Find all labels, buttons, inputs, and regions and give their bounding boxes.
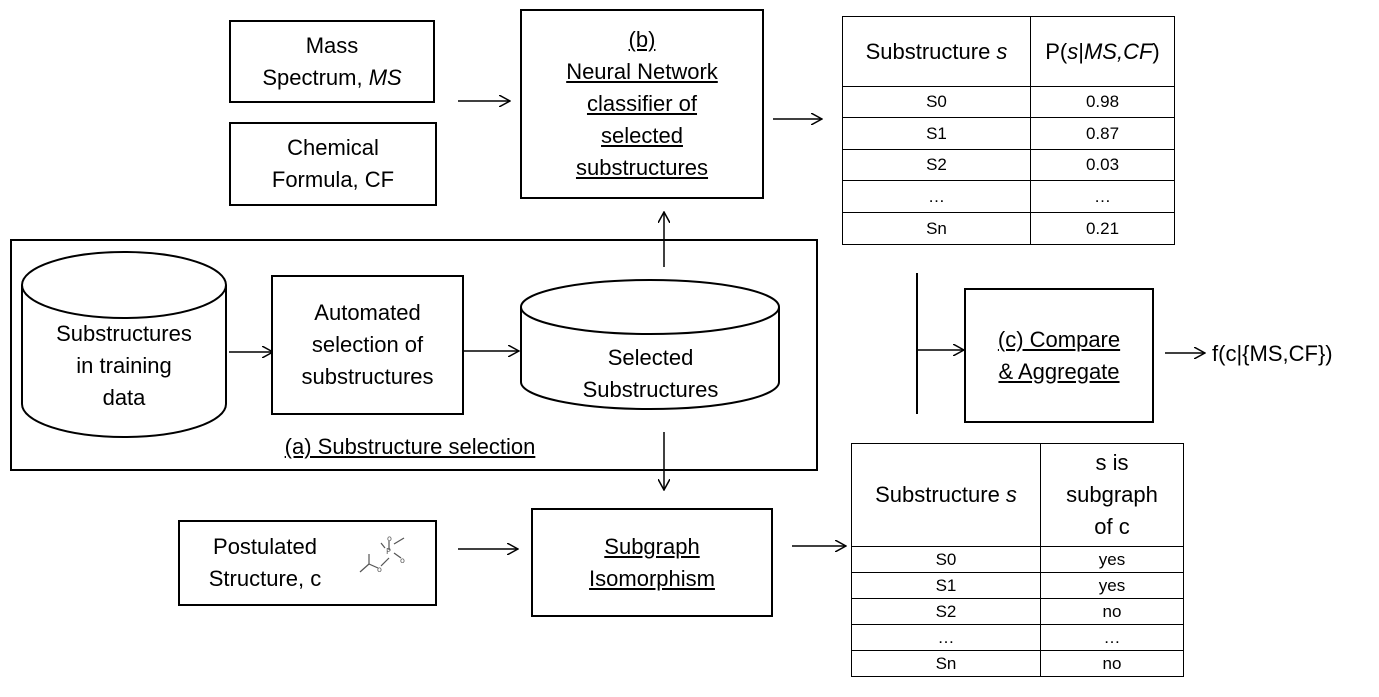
table-row: S2 0.03 (842, 149, 1175, 181)
table-row: S1 yes (851, 572, 1184, 599)
probability-table: Substructure s P(s|MS,CF) S0 0.98 S1 0.8… (842, 16, 1175, 245)
subgraph-row-name: S1 (851, 572, 1041, 599)
substructure-selection-frame (10, 239, 818, 471)
table-row: Sn 0.21 (842, 212, 1175, 245)
automated-selection-box: Automated selection of substructures (271, 275, 464, 415)
substructure-selection-caption: (a) Substructure selection (284, 434, 536, 459)
table-row: S1 0.87 (842, 117, 1175, 150)
subgraph-row-value: no (1040, 650, 1184, 677)
subgraph-table: Substructure s s is subgraph of c S0 yes… (851, 443, 1184, 677)
subgraph-row-value: yes (1040, 572, 1184, 599)
subgraph-isomorphism-box: Subgraph Isomorphism (531, 508, 773, 617)
classifier-box: (b) Neural Network classifier of selecte… (520, 9, 764, 199)
postulated-structure-box (178, 520, 437, 606)
prob-row-value: 0.21 (1030, 212, 1175, 245)
table-row: … … (842, 180, 1175, 213)
prob-row-value: 0.03 (1030, 149, 1175, 181)
prob-row-name: S0 (842, 86, 1031, 118)
table-row: S2 no (851, 598, 1184, 625)
classifier-line3: selected (601, 123, 683, 148)
classifier-line1: Neural Network (566, 59, 718, 84)
output-function: f(c|{MS,CF}) (1212, 341, 1333, 366)
subgraph-row-value: yes (1040, 546, 1184, 573)
compare-aggregate-box: (c) Compare & Aggregate (964, 288, 1154, 423)
table-row: S0 yes (851, 546, 1184, 573)
training-data-cylinder (21, 251, 227, 438)
molecule-structure-image: o P o o (359, 534, 405, 574)
svg-text:o: o (387, 534, 392, 543)
table-row: … … (851, 624, 1184, 651)
classifier-label-b: (b) (628, 27, 656, 52)
selected-substructures-cylinder (520, 279, 780, 410)
training-data-label: Substructures in training data (56, 321, 192, 410)
chemical-formula-line1: Chemical (287, 135, 379, 160)
prob-row-name: S1 (842, 117, 1031, 150)
svg-text:P: P (386, 547, 391, 556)
subgraph-row-name: … (851, 624, 1041, 651)
prob-row-name: Sn (842, 212, 1031, 245)
classifier-line4: substructures (575, 155, 709, 180)
subgraph-row-name: Sn (851, 650, 1041, 677)
chemical-formula-box: Chemical Formula, CF (229, 122, 437, 206)
chemical-formula-line2: Formula, CF (271, 167, 395, 192)
mass-spectrum-line1: Mass (305, 32, 359, 58)
prob-row-value: 0.87 (1030, 117, 1175, 150)
prob-row-name: … (842, 180, 1031, 213)
postulated-structure-label: Postulated Structure, c (208, 534, 322, 591)
prob-row-value: 0.98 (1030, 86, 1175, 118)
prob-row-value: … (1030, 180, 1175, 213)
classifier-line2: classifier of (586, 91, 698, 116)
table-row: Sn no (851, 650, 1184, 677)
subgraph-row-value: … (1040, 624, 1184, 651)
svg-text:o: o (400, 556, 405, 565)
prob-row-name: S2 (842, 149, 1031, 181)
selected-substructures-label: Selected Substructures (582, 345, 719, 402)
prob-header-probability: P(s|MS,CF) (1030, 16, 1175, 87)
subgraph-row-name: S0 (851, 546, 1041, 573)
subgraph-header-is-subgraph: s is subgraph of c (1040, 443, 1184, 547)
table-row: S0 0.98 (842, 86, 1175, 118)
prob-header-substructure: Substructure s (842, 16, 1031, 87)
subgraph-row-name: S2 (851, 598, 1041, 625)
subgraph-header-substructure: Substructure s (851, 443, 1041, 547)
subgraph-row-value: no (1040, 598, 1184, 625)
mass-spectrum-line2: Spectrum, MS (262, 64, 402, 90)
svg-text:o: o (377, 565, 382, 574)
mass-spectrum-box: Mass Spectrum, MS (229, 20, 435, 103)
